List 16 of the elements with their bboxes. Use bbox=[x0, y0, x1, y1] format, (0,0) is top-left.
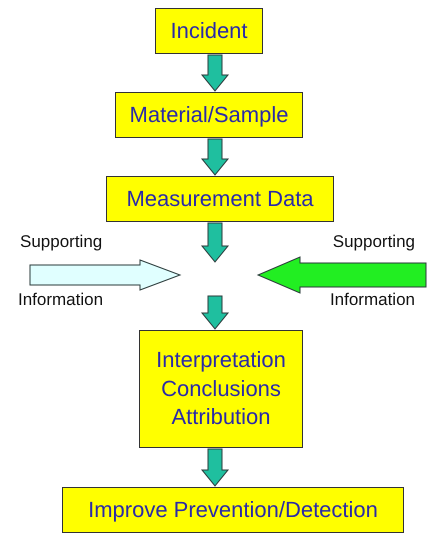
block-arrow bbox=[200, 222, 230, 263]
block-arrow bbox=[200, 296, 230, 330]
side-label: Supporting bbox=[20, 232, 102, 252]
block-arrow bbox=[256, 256, 426, 294]
process-box: Material/Sample bbox=[115, 92, 303, 138]
side-label: Supporting bbox=[332, 232, 415, 252]
block-arrow bbox=[200, 448, 230, 487]
process-box: Improve Prevention/Detection bbox=[62, 487, 404, 533]
process-box: Interpretation Conclusions Attribution bbox=[139, 330, 303, 448]
side-label: Information bbox=[18, 290, 104, 310]
process-box: Measurement Data bbox=[106, 176, 334, 222]
block-arrow bbox=[200, 54, 230, 92]
side-label: Information bbox=[330, 290, 415, 310]
block-arrow bbox=[30, 259, 182, 291]
process-box: Incident bbox=[155, 8, 263, 54]
block-arrow bbox=[200, 138, 230, 176]
